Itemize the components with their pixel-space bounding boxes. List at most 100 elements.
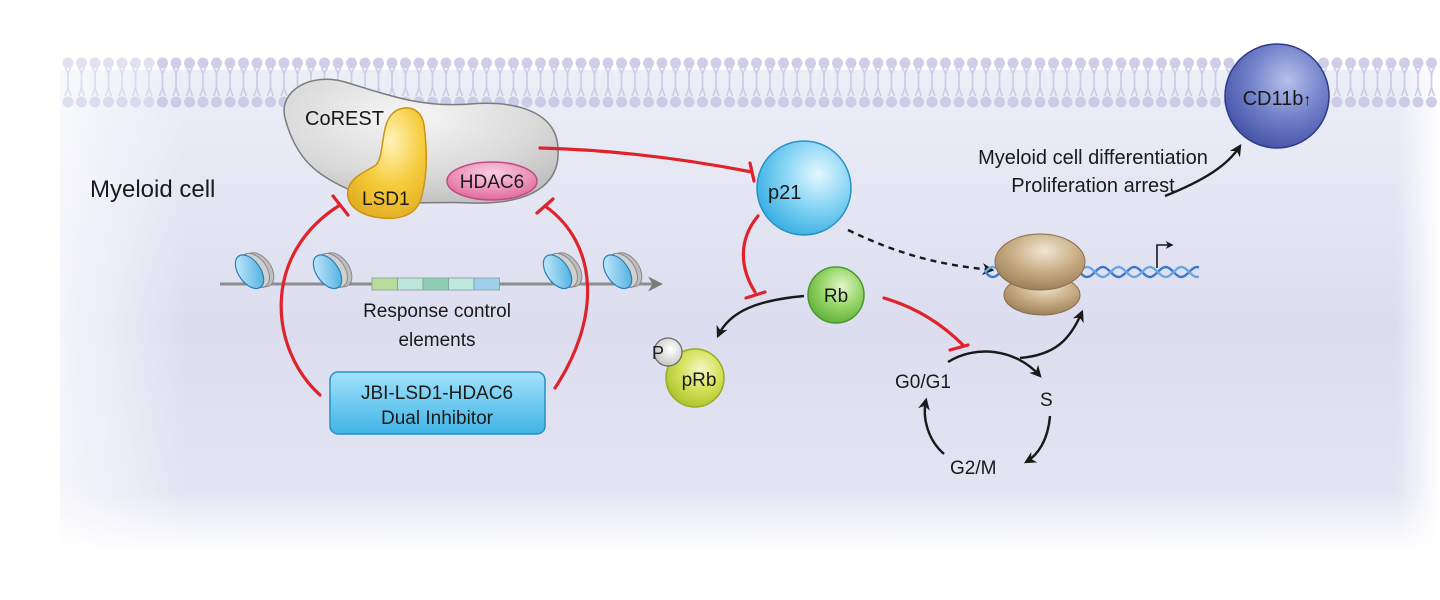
lipid (1102, 57, 1113, 108)
cell-cycle-g2m: G2/M (950, 458, 996, 479)
lipid (980, 57, 992, 108)
hdac6-label: HDAC6 (460, 172, 524, 193)
lipid (764, 57, 776, 108)
g0g1-to-s-arrow (947, 350, 1042, 378)
lipid (143, 57, 155, 108)
rb-label: Rb (824, 286, 848, 307)
lipid (535, 57, 546, 108)
lipid (1412, 57, 1424, 108)
inhibitor-line1: JBI-LSD1-HDAC6 (361, 383, 513, 404)
lipid (575, 57, 587, 108)
cell-membrane (62, 57, 1437, 108)
lipid (859, 57, 870, 108)
lipid (508, 57, 519, 108)
lipid (1345, 57, 1356, 108)
lipid (629, 57, 641, 108)
lipid (1183, 57, 1194, 108)
lipid (994, 57, 1005, 108)
nucleosome (234, 252, 275, 290)
inhibitor-arcs (279, 194, 590, 397)
lipid (548, 57, 560, 108)
nucleosome (602, 252, 643, 290)
p21-node: p21 (756, 140, 852, 236)
lipid (913, 57, 924, 108)
lipid (1358, 57, 1370, 108)
lipid (1048, 57, 1059, 108)
response-elements-label-line1: Response control (363, 301, 511, 322)
lipid (751, 57, 762, 108)
lipid (643, 57, 654, 108)
lipid (1021, 57, 1032, 108)
lipid (926, 57, 938, 108)
corest-complex: CoREST LSD1 HDAC6 (283, 78, 559, 220)
lipid (1007, 57, 1019, 108)
response-element-segment (397, 277, 424, 291)
lipid (1088, 57, 1100, 108)
transcription-complex (984, 233, 1200, 316)
up-arrow-icon: ↑ (1303, 92, 1311, 109)
lipid (737, 57, 749, 108)
lipid (89, 57, 101, 108)
lsd1-protein (346, 107, 428, 220)
lsd1-label: LSD1 (362, 189, 410, 210)
lipid (170, 57, 182, 108)
inhibitor-line2: Dual Inhibitor (381, 408, 494, 429)
lipid (76, 57, 87, 108)
response-element-segment (371, 277, 398, 291)
lipid (238, 57, 249, 108)
response-element-segment (448, 277, 475, 291)
dual-inhibitor-box: JBI-LSD1-HDAC6 Dual Inhibitor (329, 371, 546, 435)
response-elements-label-line2: elements (398, 330, 475, 351)
phosphate-label: P (652, 343, 664, 363)
inhibit-hdac6-bar (535, 197, 555, 215)
outcome-line2: Proliferation arrest (1011, 175, 1175, 197)
lipid (1372, 57, 1383, 108)
lipid (62, 57, 74, 108)
lipid (1034, 57, 1046, 108)
hdac6-protein (446, 161, 538, 201)
inhibit-lsd1-arc (279, 203, 342, 397)
lipid (116, 57, 128, 108)
lipid (872, 57, 884, 108)
chromatin: Response control elements (220, 252, 663, 351)
rb-node: Rb (807, 266, 865, 324)
lipid (562, 57, 573, 108)
rb-to-prb-arrow (716, 294, 805, 339)
transcription-complex-upper (994, 233, 1086, 291)
lipid (818, 57, 830, 108)
p21-to-transcription-dashed-arrow (847, 228, 995, 276)
lipid (1426, 57, 1437, 108)
response-control-elements (371, 277, 500, 291)
lipid (940, 57, 951, 108)
s-to-g2m-arrow (1023, 415, 1052, 464)
lipid (886, 57, 897, 108)
lipid (602, 57, 614, 108)
lipid (724, 57, 735, 108)
lipid (1061, 57, 1073, 108)
inhibit-cell-cycle-line (882, 296, 965, 347)
lipid (130, 57, 141, 108)
lipid (184, 57, 195, 108)
lipid (103, 57, 114, 108)
lipid (710, 57, 722, 108)
cycle-to-transcription-arrow (1019, 309, 1084, 360)
cell-label: Myeloid cell (90, 176, 215, 203)
lipid (683, 57, 695, 108)
lipid (656, 57, 668, 108)
cd11b-node: CD11b↑ (1224, 43, 1330, 149)
lipid (224, 57, 236, 108)
lipid (1196, 57, 1208, 108)
lipid (953, 57, 965, 108)
phosphate-group (653, 337, 683, 367)
lipid (832, 57, 843, 108)
inhibit-cell-cycle-bar (948, 343, 970, 352)
lipid (1129, 57, 1140, 108)
lipid (1385, 57, 1397, 108)
lipid (589, 57, 600, 108)
nucleosome (542, 252, 583, 290)
lipid (1075, 57, 1086, 108)
lipid (697, 57, 708, 108)
lipid (1331, 57, 1343, 108)
prb-node: pRb P (652, 337, 725, 408)
inhibit-lsd1-bar (331, 194, 350, 217)
